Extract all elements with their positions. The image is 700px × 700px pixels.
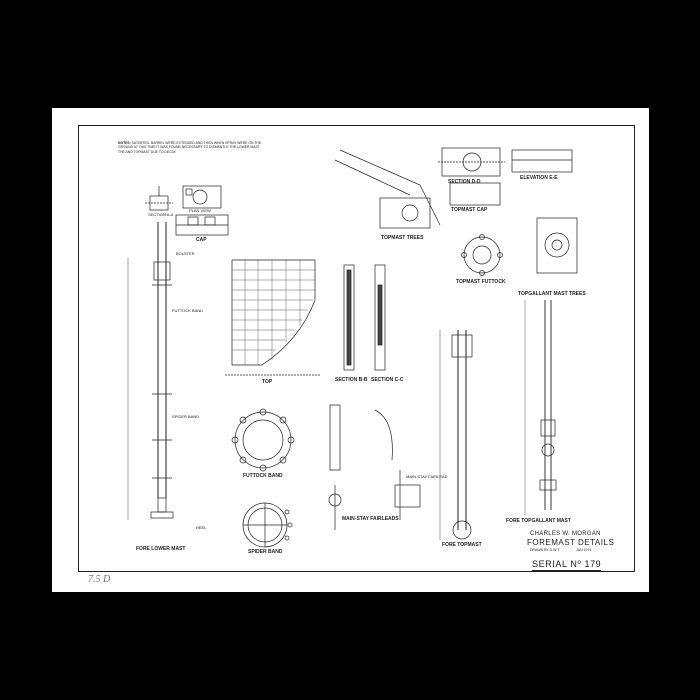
label-bolster: BOLSTER xyxy=(176,251,195,256)
serial-number: SERIAL Nº 179 xyxy=(532,559,602,571)
title-drawing: FOREMAST DETAILS xyxy=(527,538,615,547)
label-topmast-cap: TOPMAST CAP xyxy=(451,207,488,213)
label-top: TOP xyxy=(262,379,273,385)
label-elevation-ee: ELEVATION E-E xyxy=(520,175,558,181)
label-plan-view: PLAN VIEW xyxy=(189,208,211,213)
label-topmast-trees: TOPMAST TREES xyxy=(381,235,424,241)
title-date: JAN 1974 xyxy=(576,548,592,552)
label-spider-band: SPIDER BAND xyxy=(248,549,283,555)
label-section-dd: SECTION D-D xyxy=(448,179,481,185)
label-futtock-band-small: FUTTOCK BAND xyxy=(172,308,204,313)
label-main-stay-fairleads: MAIN-STAY FAIRLEADS xyxy=(342,516,399,522)
label-section-aa: SECTION A-A xyxy=(148,212,174,217)
label-topmast-futtock: TOPMAST FUTTOCK xyxy=(456,279,506,285)
label-fore-topgallant-mast: FORE TOPGALLANT MAST xyxy=(506,518,571,524)
label-futtock-band: FUTTOCK BAND xyxy=(243,473,283,479)
label-spider-band-small: SPIDER BAND xyxy=(172,414,200,419)
notes-heading: NOTES: xyxy=(118,141,131,145)
label-fore-topmast: FORE TOPMAST xyxy=(442,542,482,548)
label-heel: HEEL xyxy=(196,525,207,530)
label-main-stay-fairlead: MAIN-STAY FAIRLEAD xyxy=(406,474,448,479)
label-section-bb: SECTION B-B xyxy=(335,377,368,383)
label-section-cc: SECTION C-C xyxy=(371,377,404,383)
drawing-border xyxy=(78,125,635,572)
title-vessel: CHARLES W. MORGAN xyxy=(530,531,601,537)
label-topgallant-trees: TOPGALLANT MAST TREES xyxy=(518,291,586,297)
notes-text: SATISFIED. BARREL WERE EXTENDED AND THEN… xyxy=(118,141,262,154)
notes-block: NOTES: SATISFIED. BARREL WERE EXTENDED A… xyxy=(118,141,268,154)
title-drawn-by: DRAWN BY D.W.T. xyxy=(530,548,560,552)
label-fore-lower-mast: FORE LOWER MAST xyxy=(136,546,186,552)
pencil-mark: 7.5 D xyxy=(88,574,111,585)
label-cap: CAP xyxy=(196,237,207,243)
